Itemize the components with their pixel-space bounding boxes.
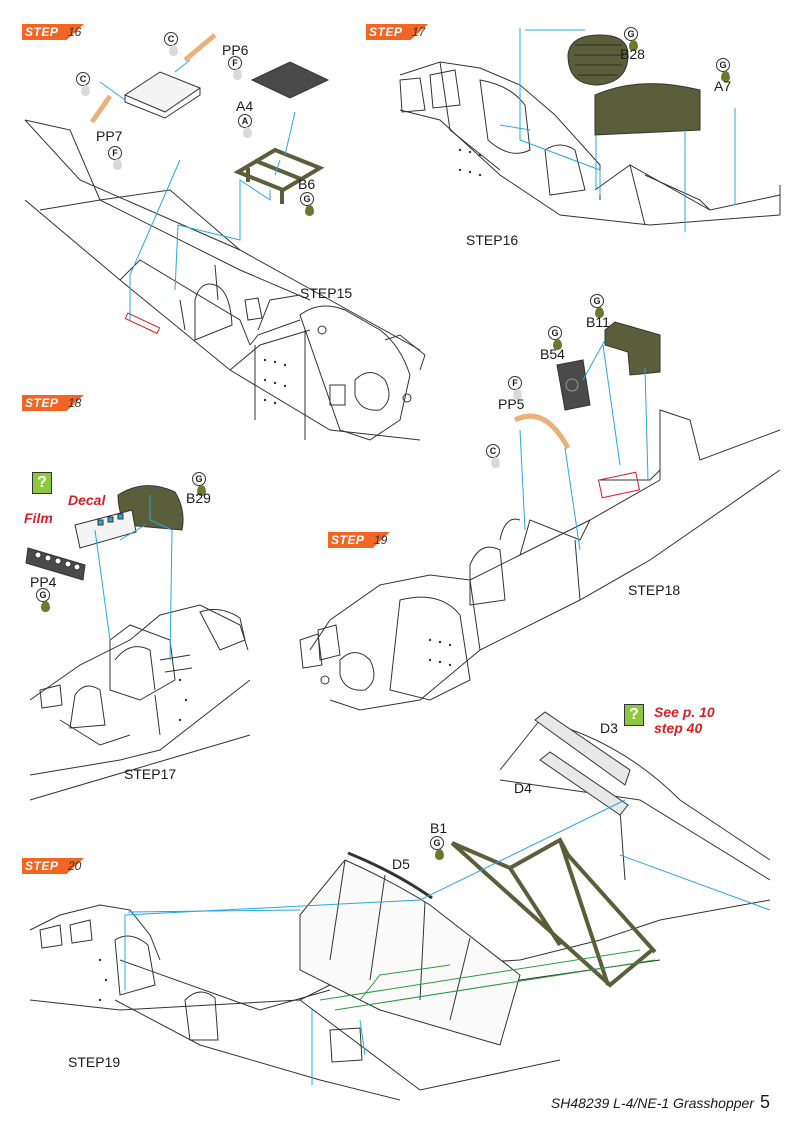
ref-step15: STEP15 [300, 285, 353, 301]
see-step-note: step 40 [654, 720, 703, 736]
part-label-a4: A4 [236, 98, 254, 114]
part-label-b6: B6 [298, 176, 316, 192]
paint-code-g-marker: G [300, 192, 316, 218]
part-label-pp7: PP7 [96, 128, 123, 144]
b6-frame [233, 147, 325, 204]
step-word: STEP [25, 859, 59, 873]
part-label-b54: B54 [540, 346, 565, 362]
d5-windshield [299, 851, 521, 1046]
paint-code-g-marker: G [430, 836, 446, 862]
paint-code-g-marker: G [590, 294, 606, 320]
film-note: Film [24, 510, 53, 526]
part-label-b29: B29 [186, 490, 211, 506]
part-label-d4: D4 [514, 780, 532, 796]
page-footer: SH48239 L-4/NE-1 Grasshopper 5 [551, 1092, 770, 1113]
pp5-strap [513, 413, 571, 450]
paint-code-c-marker: C [486, 444, 502, 470]
see-page-note: See p. 10 [654, 704, 715, 720]
paint-code-g-marker: G [36, 588, 52, 614]
decal-note: Decal [68, 492, 106, 508]
paint-code-a-marker: A [238, 114, 254, 140]
part-label-b1: B1 [430, 820, 448, 836]
page-number: 5 [759, 1092, 770, 1112]
pp7-rod [89, 94, 113, 124]
ref-step17: STEP17 [124, 766, 177, 782]
b1-struts [450, 837, 657, 988]
decal-panel [74, 509, 137, 549]
part-label-d3: D3 [600, 720, 618, 736]
step-number: 18 [68, 396, 82, 410]
part-label-pp5: PP5 [498, 396, 525, 412]
part-label-b28: B28 [620, 46, 645, 62]
strut-guide-lines [319, 949, 656, 1011]
ref-step16: STEP16 [466, 232, 519, 248]
ref-step18: STEP18 [628, 582, 681, 598]
step-word: STEP [25, 25, 59, 39]
step18-fuselage-drawing [299, 409, 781, 711]
paint-code-g-marker: G [548, 326, 564, 352]
d3-d4-frames [534, 711, 631, 816]
b54-panel [556, 359, 591, 411]
paint-code-c-marker: C [76, 72, 92, 98]
pp6-rod [183, 33, 217, 62]
b29-coaming [117, 485, 184, 531]
b11-box [604, 321, 661, 376]
paint-code-f-marker: F [228, 56, 244, 82]
part-label-pp6: PP6 [222, 42, 249, 58]
step16-fuselage-drawing [24, 119, 426, 441]
rivet-dots [98, 148, 482, 1002]
paint-code-c-marker: C [164, 32, 180, 58]
part-label-pp4: PP4 [30, 574, 57, 590]
b28-grille [567, 34, 629, 86]
help-icon: ? [32, 472, 52, 494]
paint-code-g-marker: G [192, 472, 208, 498]
part-label-b11: B11 [586, 314, 610, 330]
step-number: 19 [374, 533, 388, 547]
help-icon: ? [624, 704, 644, 726]
step-word: STEP [25, 396, 59, 410]
step-number: 20 [68, 859, 82, 873]
step-number: 16 [68, 25, 82, 39]
paint-code-f-marker: F [108, 146, 124, 172]
step-number: 17 [412, 25, 426, 39]
step-word: STEP [331, 533, 365, 547]
a4-cushion [250, 61, 330, 99]
step19-fuselage-drawing [29, 604, 251, 801]
paint-code-g-marker: G [624, 27, 640, 53]
part-label-a7: A7 [714, 78, 732, 94]
part-label-d5: D5 [392, 856, 410, 872]
leader-lines [94, 28, 771, 1085]
step-word: STEP [369, 25, 403, 39]
paint-code-g-marker: G [716, 58, 732, 84]
a7-panel [594, 83, 701, 136]
paint-code-f-marker: F [508, 376, 524, 402]
ref-step19: STEP19 [68, 1054, 121, 1070]
kit-title: SH48239 L-4/NE-1 Grasshopper [550, 1095, 754, 1111]
